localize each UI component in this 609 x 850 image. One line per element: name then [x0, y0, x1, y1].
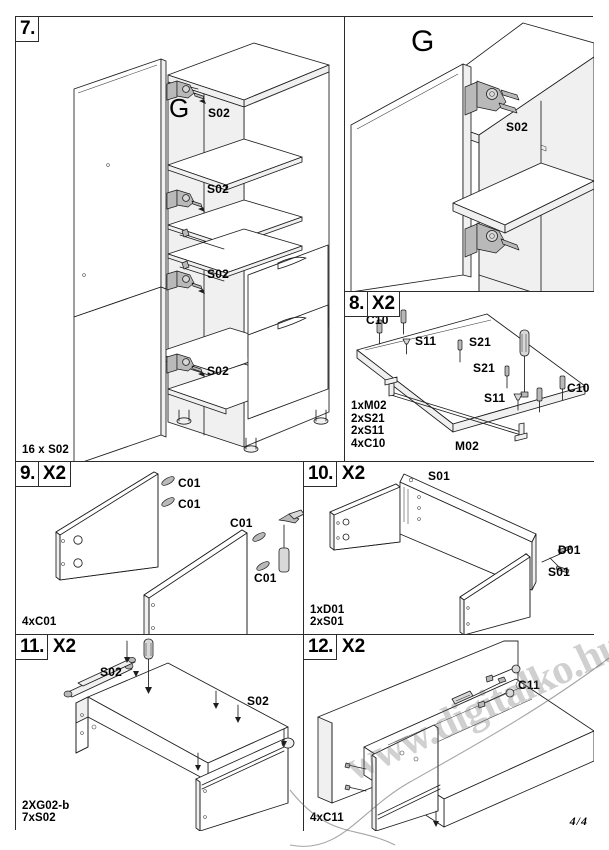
panel-letter-G-detail: G	[411, 25, 435, 58]
callout-s21-2: S21	[473, 361, 495, 375]
step-12-illustration	[317, 640, 594, 831]
step-8-parts-list: 1xM02 2xS21 2xS11 4xC10	[351, 400, 387, 450]
step-9-header: 9. X2	[16, 462, 72, 487]
step-11-multiplier: X2	[47, 635, 81, 659]
callout-s02-4: S02	[207, 364, 229, 378]
step-11-parts-list: 2XG02-b 7xS02	[22, 799, 70, 825]
step-11-header: 11. X2	[16, 635, 81, 660]
step-12-multiplier: X2	[336, 635, 370, 659]
step-11-illustration	[63, 638, 295, 831]
step-panel-7: 7.	[16, 17, 345, 462]
callout-d01: D01	[558, 543, 581, 557]
step-10-illustration	[329, 473, 572, 634]
step-10-header: 10. X2	[304, 462, 370, 487]
callout-s11-1: S11	[415, 334, 437, 348]
callout-s01-1: S01	[428, 469, 450, 483]
step-panel-9: 9. X2	[16, 462, 304, 635]
step-10-number: 10.	[304, 462, 337, 487]
callout-m02: M02	[455, 439, 479, 453]
step-7-detail-illustration	[350, 22, 594, 291]
step-panel-11: 11. X2	[16, 635, 304, 831]
step-9-number: 9.	[16, 462, 39, 487]
step-7-header: 7.	[16, 17, 39, 42]
callout-s02-step11-1: S02	[100, 665, 122, 679]
callout-c01-3: C01	[230, 516, 253, 530]
step-panel-8: 8. X2	[345, 292, 594, 462]
step-10-parts-list: 1xD01 2xS01	[310, 603, 345, 629]
callout-c11: C11	[518, 678, 540, 692]
callout-c01-2: C01	[178, 497, 201, 511]
step-9-multiplier: X2	[38, 462, 72, 487]
step-7-parts-list: 16 x S02	[22, 444, 69, 457]
step-9-parts-list: 4xC01	[22, 616, 57, 629]
callout-c10-1: C10	[366, 313, 389, 327]
callout-c10-2: C10	[567, 381, 590, 395]
sheet-frame: 7.	[15, 16, 594, 831]
step-8-illustration	[356, 309, 586, 442]
panel-letter-G: G	[169, 93, 190, 123]
callout-c01-4: C01	[254, 571, 277, 585]
step-9-illustration	[55, 471, 303, 634]
callout-s21-1: S21	[469, 335, 491, 349]
callout-s01-2: S01	[548, 565, 570, 579]
step-12-number: 12.	[304, 635, 337, 660]
step-8-header: 8. X2	[345, 292, 401, 317]
step-12-header: 12. X2	[304, 635, 370, 660]
callout-s02-2: S02	[207, 182, 229, 196]
step-panel-7-detail: G S02	[345, 17, 594, 292]
callout-s11-2: S11	[484, 391, 506, 405]
step-10-multiplier: X2	[336, 462, 370, 486]
step-panel-12: 12. X2	[304, 635, 594, 831]
callout-s02-detail: S02	[506, 120, 528, 134]
step-8-multiplier: X2	[367, 292, 401, 317]
callout-s02-3: S02	[207, 267, 229, 281]
step-12-parts-list: 4xC11	[310, 812, 344, 825]
step-11-number: 11.	[16, 635, 48, 660]
page-number: 4/4	[569, 814, 588, 828]
callout-c01-1: C01	[178, 476, 201, 490]
step-8-number: 8.	[345, 292, 368, 317]
callout-s02-1: S02	[208, 106, 230, 120]
step-7-illustration	[73, 42, 330, 461]
callout-s02-step11-2: S02	[247, 694, 269, 708]
step-7-number: 7.	[16, 17, 39, 42]
step-panel-10: 10. X2	[304, 462, 594, 635]
